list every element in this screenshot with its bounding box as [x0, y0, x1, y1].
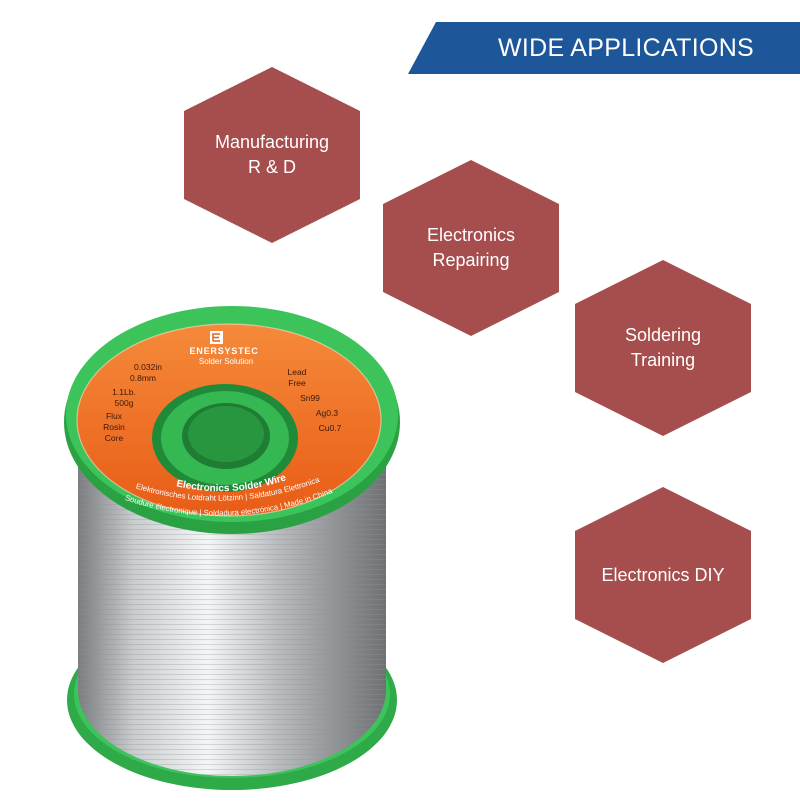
application-hexagon-diy: Electronics DIY [575, 487, 751, 663]
application-hexagon-training: Soldering Training [575, 260, 751, 436]
hexagon-label: Manufacturing R & D [184, 67, 360, 243]
hexagon-label-line1: Electronics [426, 225, 516, 245]
hexagon-label-line1: Soldering [624, 325, 702, 345]
spec-free: Free [288, 378, 306, 388]
spec-weight-lb: 1.1Lb. [112, 387, 136, 397]
label-brand: ENERSYSTEC [189, 346, 258, 356]
spec-weight-g: 500g [115, 398, 134, 408]
hexagon-shape [383, 160, 559, 336]
hexagon-label-line2: Training [630, 350, 696, 370]
hexagon-shape [184, 67, 360, 243]
banner-title: WIDE APPLICATIONS [497, 33, 755, 62]
hexagon-label-line2: R & D [247, 157, 296, 177]
brand-logo-icon [210, 331, 223, 344]
spec-sn: Sn99 [300, 393, 320, 403]
spec-ag: Ag0.3 [316, 408, 338, 418]
hexagon-label-line1: Electronics DIY [601, 564, 725, 585]
hexagon-shape [575, 487, 751, 663]
spec-diameter-mm: 0.8mm [130, 373, 156, 383]
hexagon-label-line1: Manufacturing [214, 132, 330, 152]
hexagon-label-line2: Repairing [432, 250, 510, 270]
hexagon-shape [575, 260, 751, 436]
spec-lead: Lead [288, 367, 307, 377]
spec-rosin: Rosin [103, 422, 125, 432]
application-hexagon-manufacturing: Manufacturing R & D [184, 67, 360, 243]
banner-shape [408, 22, 800, 74]
spec-core: Core [105, 433, 124, 443]
hexagon-label: Soldering Training [575, 260, 751, 436]
label-tagline: Solder Solution [199, 357, 253, 366]
solder-spool-image: ENERSYSTEC Solder Solution 0.032in 0.8mm… [40, 300, 420, 800]
spec-cu: Cu0.7 [319, 423, 342, 433]
section-banner: WIDE APPLICATIONS [408, 22, 800, 74]
solder-spool: ENERSYSTEC Solder Solution 0.032in 0.8mm… [64, 306, 400, 790]
spec-flux: Flux [106, 411, 123, 421]
hexagon-label: Electronics DIY [575, 487, 751, 663]
spec-diameter-in: 0.032in [134, 362, 162, 372]
hexagon-label: Electronics Repairing [383, 160, 559, 336]
application-hexagon-repairing: Electronics Repairing [383, 160, 559, 336]
